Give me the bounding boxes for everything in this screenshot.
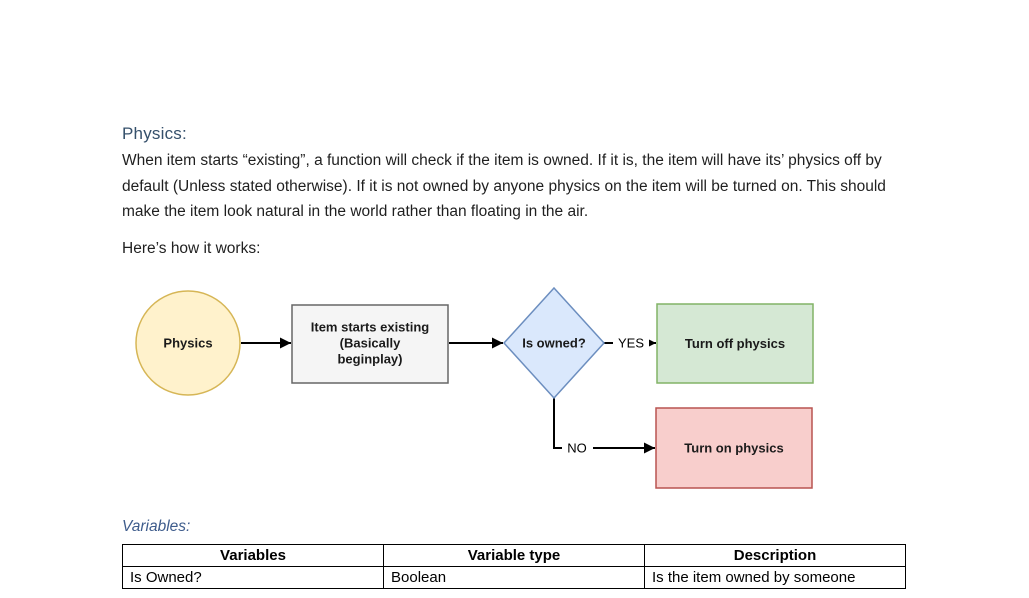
process-node-label-line2: (Basically [340,336,401,351]
flowchart-diagram: YES NO Physics Item starts existing (Bas… [135,286,814,489]
table-header-variable-type: Variable type [383,544,645,567]
process-node [291,304,449,384]
no-outcome-node [655,407,813,489]
section-heading: Physics: [122,124,187,143]
process-node-label-line1: Item starts existing [311,320,430,335]
table-header-row: Variables Variable type Description [122,544,906,567]
yes-outcome-node [656,303,814,384]
start-node-label: Physics [163,336,212,351]
no-edge-label: NO [567,441,587,456]
table-row: Is Owned? Boolean Is the item owned by s… [122,566,906,589]
yes-outcome-node-label: Turn off physics [685,336,785,351]
variables-heading: Variables: [122,518,191,535]
variables-table: Variables Variable type Description Is O… [122,544,906,589]
body-paragraph: When item starts “existing”, a function … [122,152,886,221]
table-header-variables: Variables [122,544,384,567]
table-header-description: Description [644,544,906,567]
table-cell-description: Is the item owned by someone [644,566,906,589]
no-outcome-node-label: Turn on physics [684,441,783,456]
process-node-label-line3: beginplay) [337,352,402,367]
yes-label-background [613,334,649,351]
arrow-decision-no [553,398,655,454]
yes-edge-label: YES [618,336,644,351]
decision-node-label: Is owned? [522,336,586,351]
start-node [135,290,241,396]
no-label-background [562,439,593,456]
decision-node [502,286,606,400]
intro-line: Here’s how it works: [122,240,261,257]
table-cell-variable-type: Boolean [383,566,645,589]
table-cell-variable-name: Is Owned? [122,566,384,589]
